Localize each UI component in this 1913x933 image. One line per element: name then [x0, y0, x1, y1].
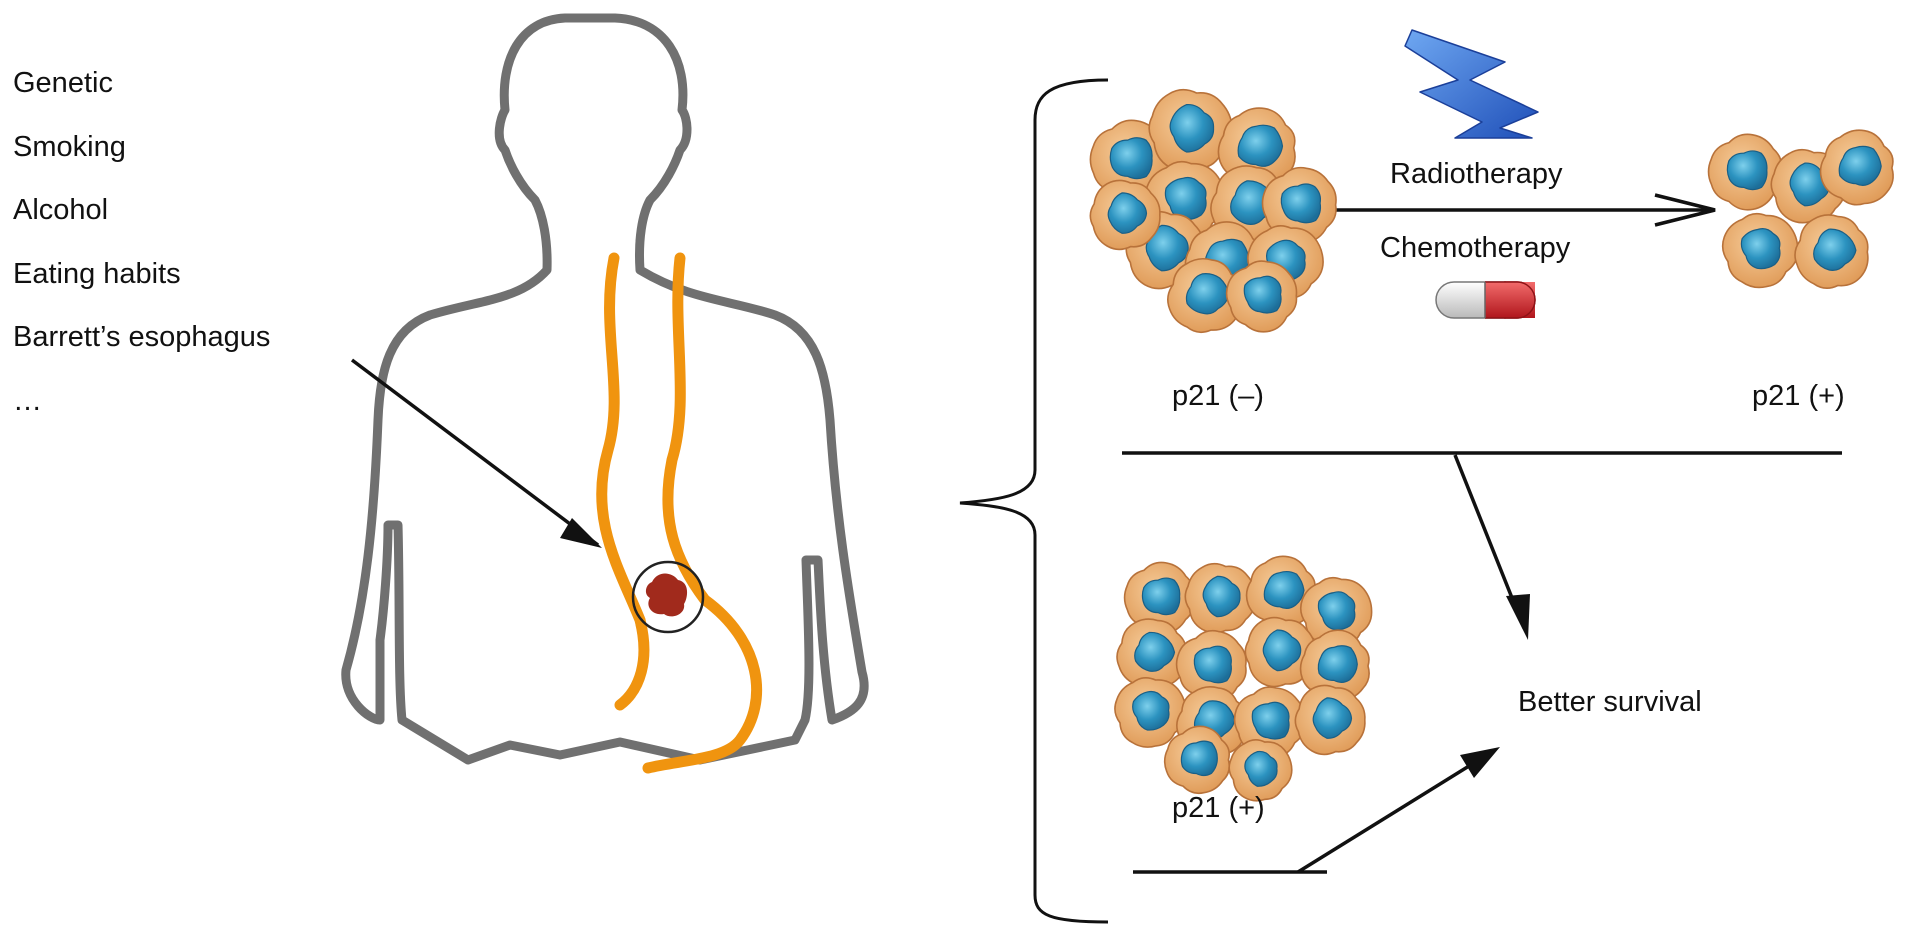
cell-icon	[1123, 561, 1195, 635]
cell-icon	[1261, 166, 1337, 244]
cell-icon	[1794, 214, 1869, 289]
p21-negative-label: p21 (–)	[1172, 380, 1264, 412]
cell-icon	[1245, 555, 1316, 628]
chemotherapy-label: Chemotherapy	[1380, 232, 1571, 264]
esophagus-icon	[596, 252, 763, 774]
cell-icon	[1148, 88, 1234, 172]
risk-factor-list: Genetic Smoking Alcohol Eating habits Ba…	[13, 52, 270, 433]
cell-icon	[1089, 179, 1161, 251]
cell-icon	[1228, 739, 1293, 802]
p21-positive-treated-label: p21 (+)	[1752, 380, 1845, 412]
risk-factor-eating-habits: Eating habits	[13, 257, 181, 290]
cell-icon	[1294, 684, 1366, 756]
p21-positive-label: p21 (+)	[1172, 792, 1265, 824]
capsule-icon	[1435, 281, 1536, 319]
curly-bracket	[959, 78, 1109, 924]
cell-cluster-p21-negative	[1089, 88, 1337, 334]
cell-cluster-p21-positive	[1114, 555, 1373, 802]
risk-factor-smoking: Smoking	[13, 130, 126, 163]
cell-icon	[1163, 725, 1231, 795]
cell-icon	[1707, 133, 1783, 211]
cell-cluster-p21-positive-treated	[1707, 129, 1894, 289]
survival-arrow-bottom	[1297, 751, 1491, 874]
treatment-arrow-head	[1654, 193, 1716, 227]
risk-arrow-head	[560, 518, 602, 548]
cell-icon	[1089, 119, 1169, 201]
survival-arrow-top-head	[1506, 594, 1530, 640]
tumor-marker	[631, 560, 705, 634]
lightning-bolt-icon	[1404, 29, 1539, 139]
outcome-label: Better survival	[1518, 686, 1702, 718]
human-torso-icon	[341, 13, 869, 765]
radiotherapy-label: Radiotherapy	[1390, 158, 1563, 190]
cell-icon	[1721, 212, 1799, 289]
cell-icon	[1184, 562, 1257, 634]
risk-factor-more: …	[13, 384, 42, 417]
risk-arrow	[350, 358, 600, 547]
cell-icon	[1167, 257, 1242, 334]
cell-icon	[1114, 676, 1187, 748]
survival-arrow-bottom-head	[1460, 747, 1500, 778]
risk-factor-barretts-esophagus: Barrett’s esophagus	[13, 321, 271, 353]
cell-icon	[1225, 260, 1298, 333]
cell-icon	[1819, 129, 1894, 206]
risk-factor-alcohol: Alcohol	[13, 194, 109, 226]
risk-factor-genetic: Genetic	[13, 67, 113, 99]
cell-icon	[1244, 616, 1317, 688]
